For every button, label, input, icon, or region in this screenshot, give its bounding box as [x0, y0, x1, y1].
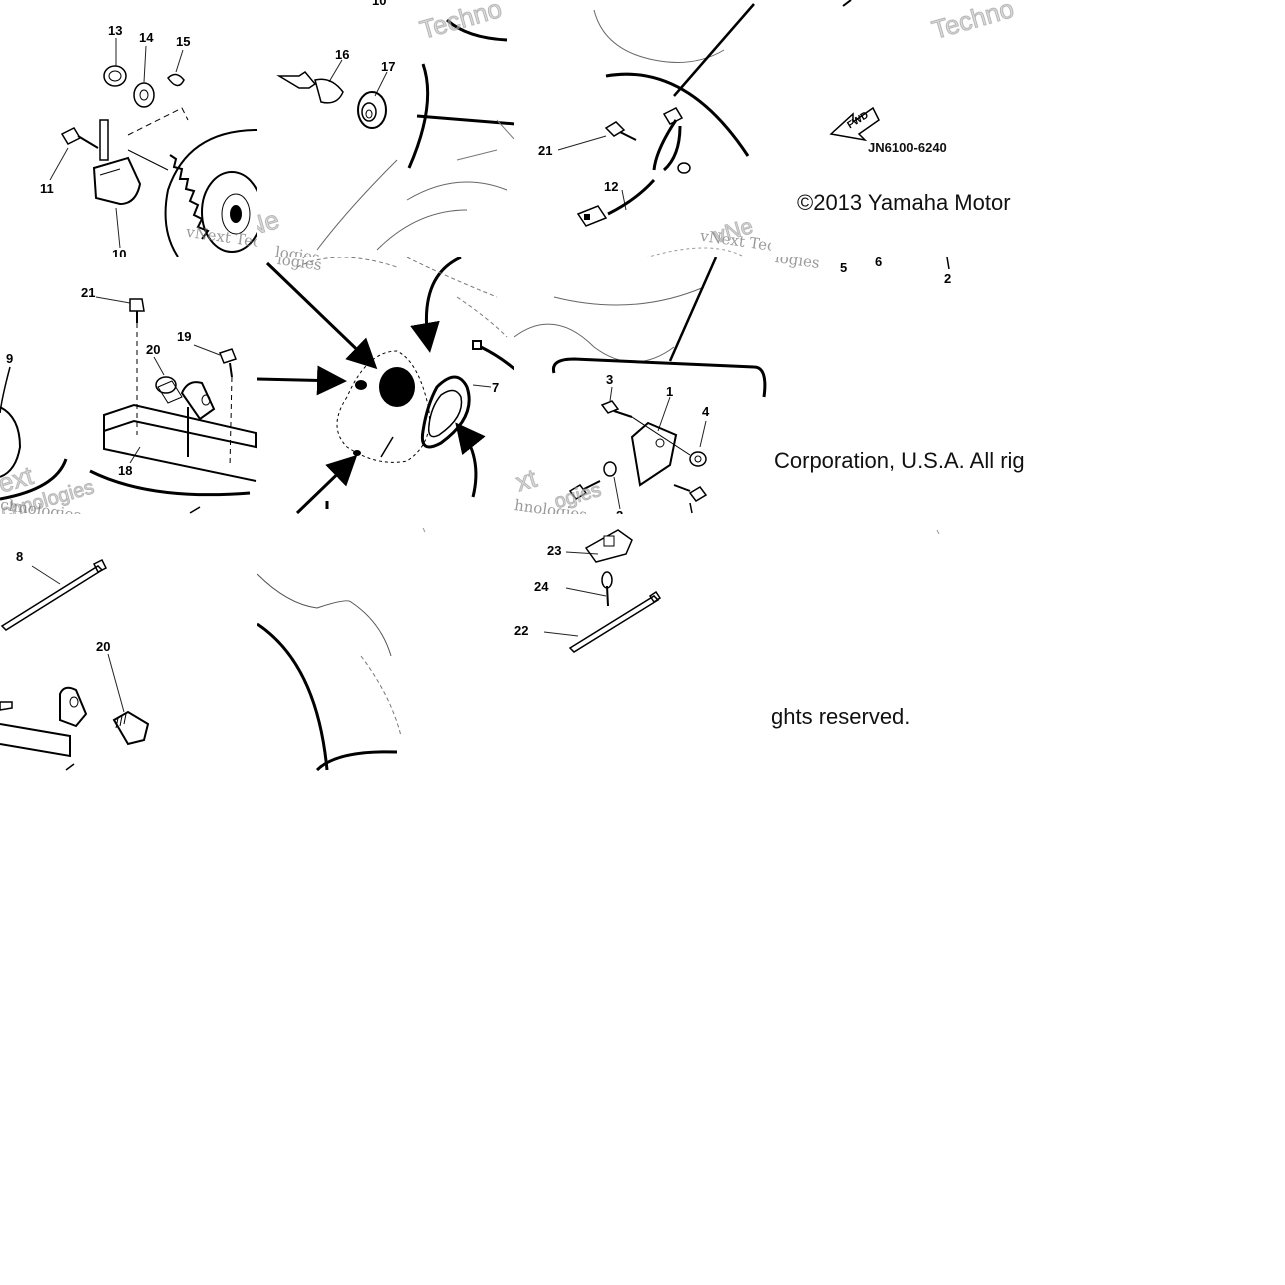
- copyright-text: Corporation, U.S.A. All rig: [774, 448, 1025, 473]
- diagram-tile-r0c1: 10 16 17 Techno vNe logies: [257, 0, 514, 257]
- part-label: 22: [514, 623, 529, 638]
- part-label: 18: [118, 463, 133, 478]
- diagram-tile-r2c3: ghts reserved.: [771, 514, 1028, 771]
- diagram-tile-r1c0: 21 20 19 9 18 Next chnologies chnologies: [0, 257, 257, 514]
- part-label: 20: [96, 639, 111, 654]
- drawing-code: JN6100-6240: [868, 140, 947, 155]
- copyright-text: ghts reserved.: [771, 704, 911, 729]
- copyright-text: ©2013 Yamaha Motor: [797, 190, 1011, 215]
- part-label: 6: [875, 257, 883, 269]
- diagram-tile-r0c0: 13 14 15 11 10 vNext Tec: [0, 0, 257, 257]
- diagram-tile-r2c2: 23 24 22: [514, 514, 771, 771]
- part-label: 7: [492, 380, 500, 395]
- part-label: 16: [335, 47, 350, 62]
- part-label: 20: [146, 342, 161, 357]
- part-label: 14: [139, 30, 154, 45]
- part-label: 12: [604, 179, 619, 194]
- part-label: 9: [6, 351, 14, 366]
- diagram-tile-r0c3: FWD JN6100-6240 ©2013 Yamaha Motor Techn…: [771, 0, 1028, 257]
- part-label: 4: [702, 404, 710, 419]
- diagram-tile-r0c2: 21 12 vNext Tec vNe: [514, 0, 771, 257]
- part-label: 24: [534, 579, 549, 594]
- diagram-tile-r2c1: [257, 514, 514, 771]
- part-label: 3: [606, 372, 614, 387]
- part-label: 23: [547, 543, 562, 558]
- part-label: 1: [666, 384, 674, 399]
- part-label: 17: [381, 59, 396, 74]
- diagram-tile-r2c0: 8 20: [0, 514, 257, 771]
- part-label: 5: [840, 260, 848, 275]
- part-label: 21: [538, 143, 553, 158]
- part-label: 19: [177, 329, 192, 344]
- diagram-tile-r1c3: 5 6 2 logies Corporation, U.S.A. All rig: [771, 257, 1028, 514]
- diagram-tile-r1c1: 7 logies: [257, 257, 514, 514]
- part-label: 15: [176, 34, 191, 49]
- part-label: 8: [16, 549, 24, 564]
- part-label: 10: [112, 247, 127, 257]
- part-label: 21: [81, 285, 96, 300]
- diagram-tile-r1c2: 3 1 4 2 xt ogies hnologies: [514, 257, 771, 514]
- part-label: 13: [108, 23, 123, 38]
- part-label: 2: [944, 271, 952, 286]
- part-label: 10: [372, 0, 387, 8]
- part-label: 11: [40, 181, 54, 196]
- part-label: 2: [616, 509, 623, 514]
